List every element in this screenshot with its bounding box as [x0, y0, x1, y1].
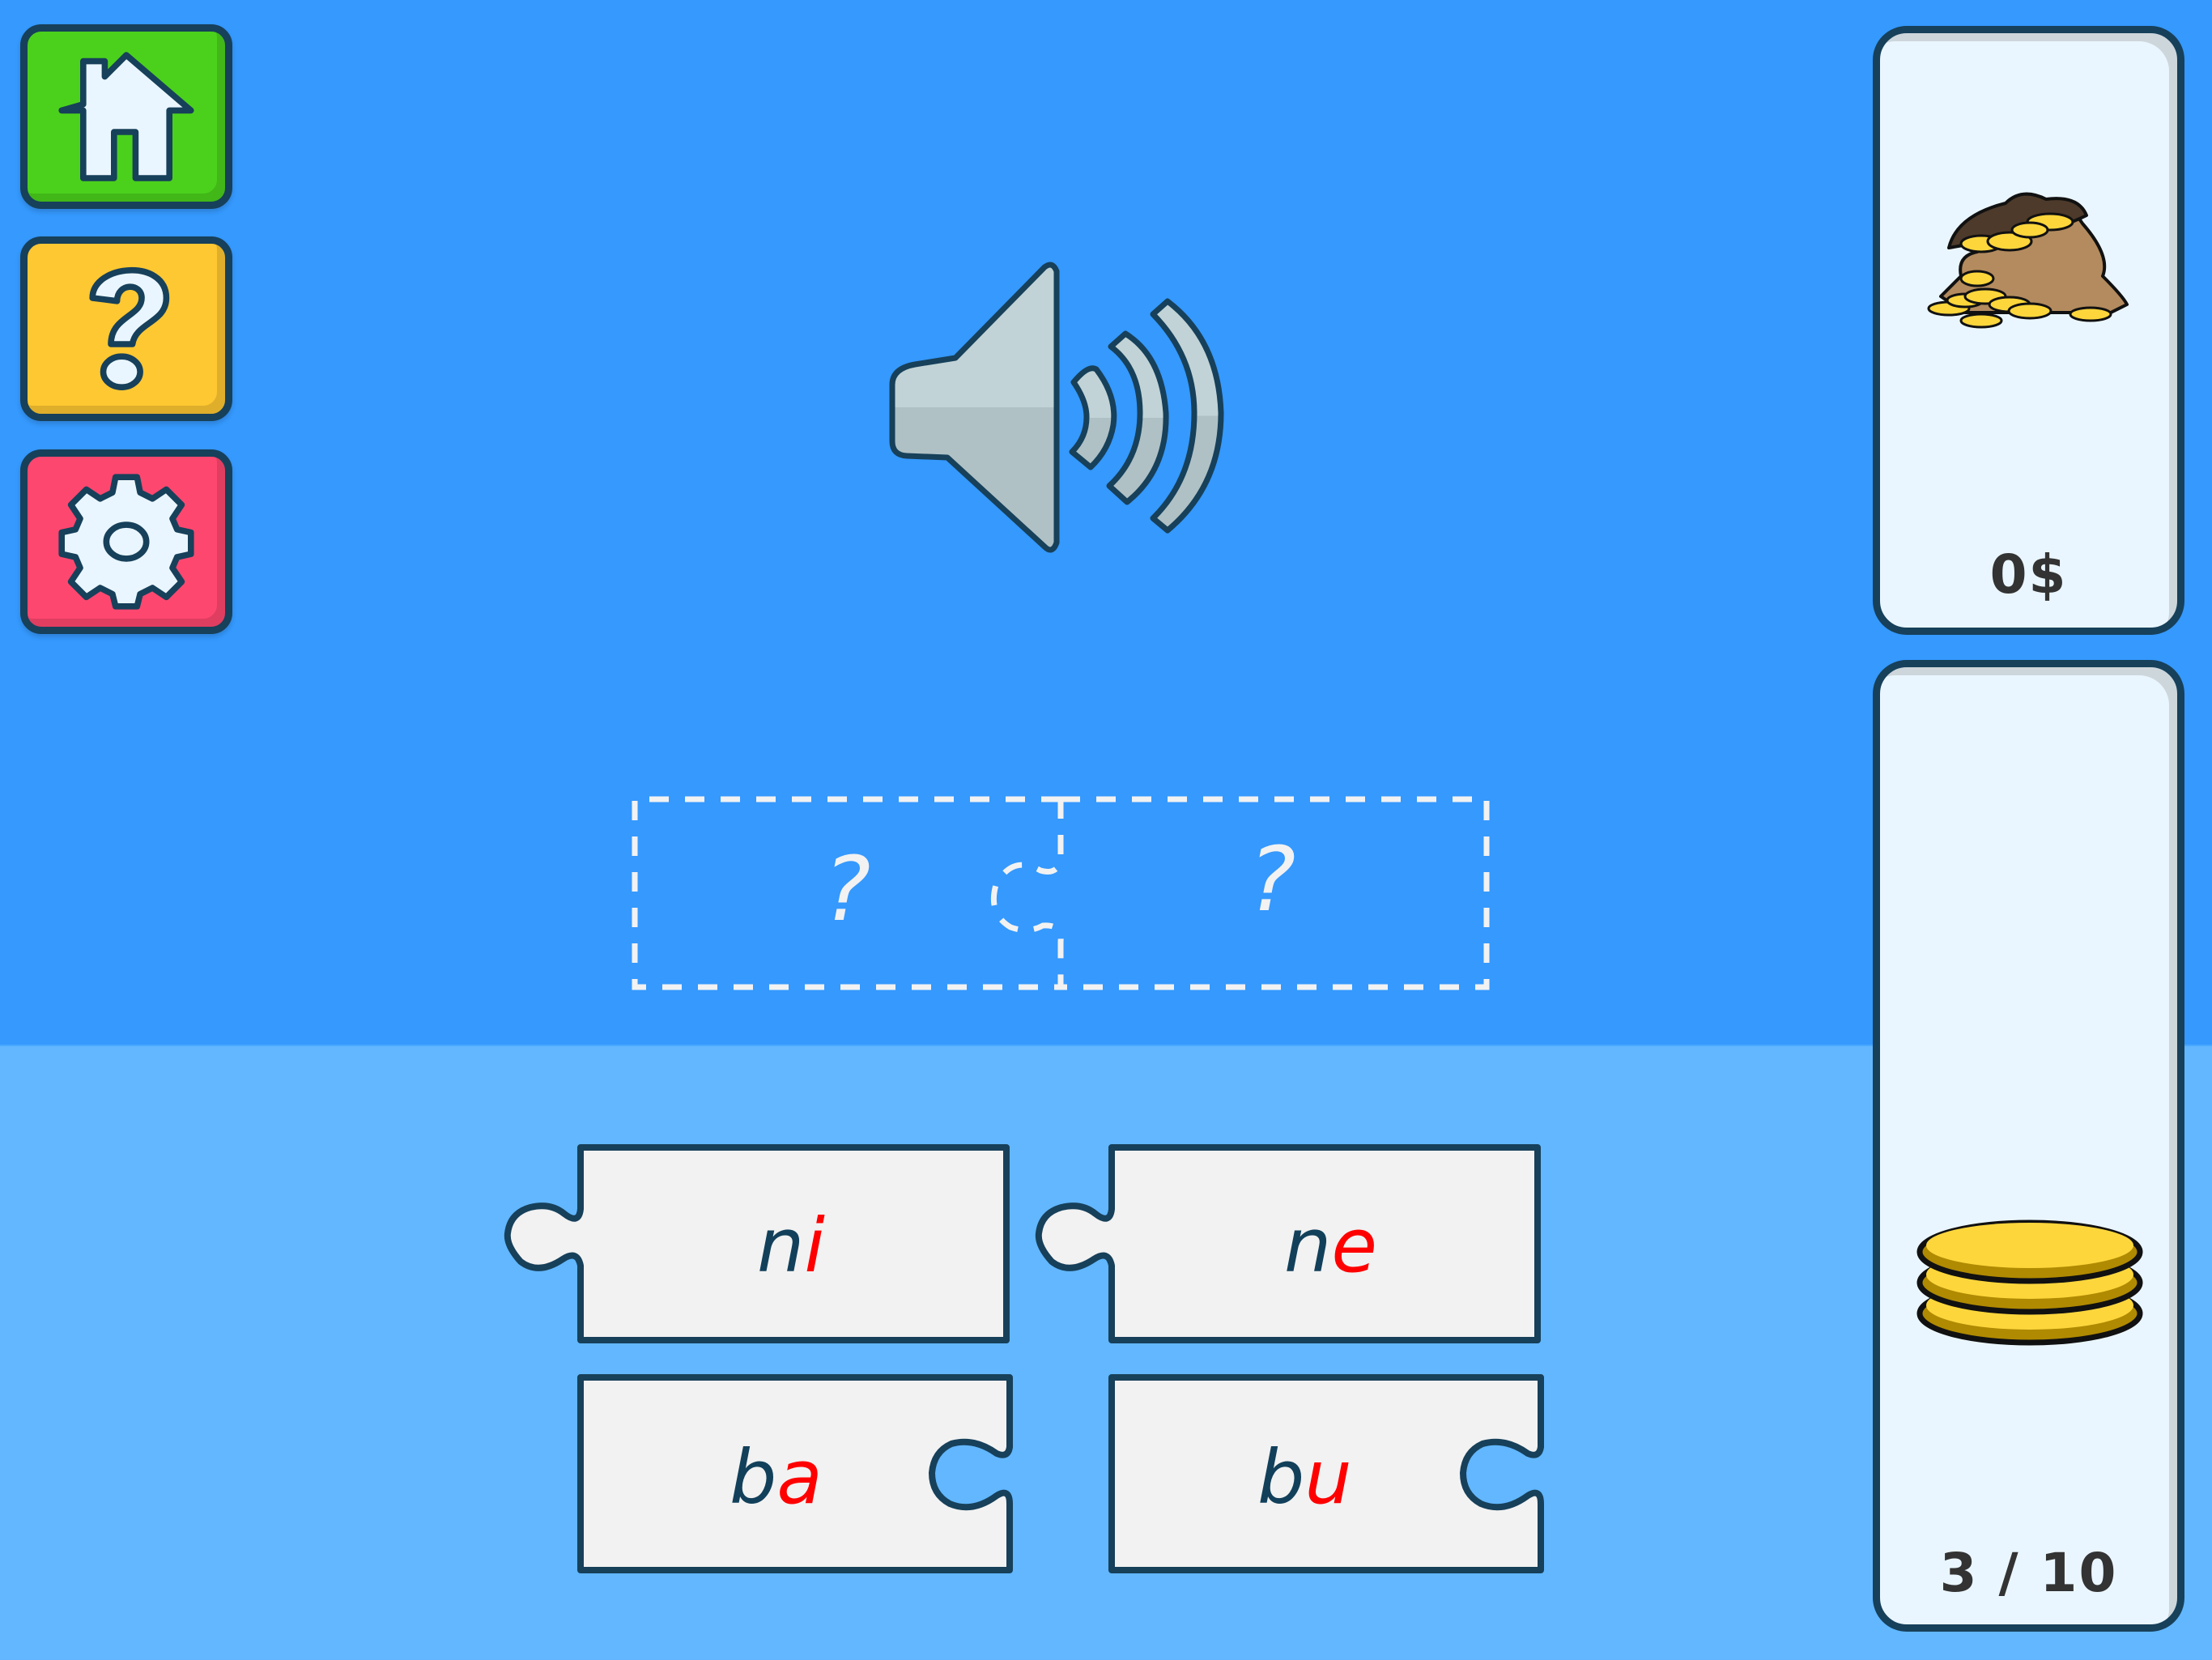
piece-label: ba	[730, 1434, 823, 1521]
drop-outline	[632, 796, 1490, 990]
progress-card: 3 / 10	[1873, 660, 2184, 1632]
help-button[interactable]	[20, 236, 232, 421]
syllable-piece-ni[interactable]: ni	[504, 1144, 1010, 1343]
puzzle-piece-shape	[1108, 1374, 1544, 1573]
piece-label: ne	[1284, 1202, 1377, 1289]
coin-stack-icon	[1916, 1219, 2143, 1346]
piece-label: bu	[1257, 1434, 1352, 1521]
answer-slot-1[interactable]: ?	[823, 837, 871, 941]
syllable-piece-ba[interactable]: ba	[577, 1374, 1015, 1573]
syllable-piece-ne[interactable]: ne	[1035, 1144, 1541, 1343]
home-icon	[58, 52, 194, 181]
gear-icon	[58, 474, 194, 610]
play-sound-button[interactable]	[883, 243, 1239, 559]
syllable-piece-bu[interactable]: bu	[1108, 1374, 1546, 1573]
upper-play-area	[0, 0, 2212, 1045]
question-mark-icon	[89, 267, 170, 390]
money-amount: 0$	[1989, 543, 2068, 606]
lower-pieces-area	[0, 1045, 2212, 1660]
money-card: 0$	[1873, 26, 2184, 635]
settings-button[interactable]	[20, 449, 232, 634]
answer-drop-zone[interactable]: ? ?	[632, 796, 1490, 990]
money-bag-icon	[1927, 192, 2129, 329]
progress-counter: 3 / 10	[1939, 1542, 2118, 1604]
speaker-icon	[889, 262, 1224, 553]
puzzle-piece-shape	[504, 1144, 1010, 1343]
answer-slot-2[interactable]: ?	[1249, 828, 1296, 931]
puzzle-piece-shape	[577, 1374, 1013, 1573]
piece-label: ni	[757, 1202, 825, 1289]
puzzle-piece-shape	[1035, 1144, 1541, 1343]
home-button[interactable]	[20, 24, 232, 209]
